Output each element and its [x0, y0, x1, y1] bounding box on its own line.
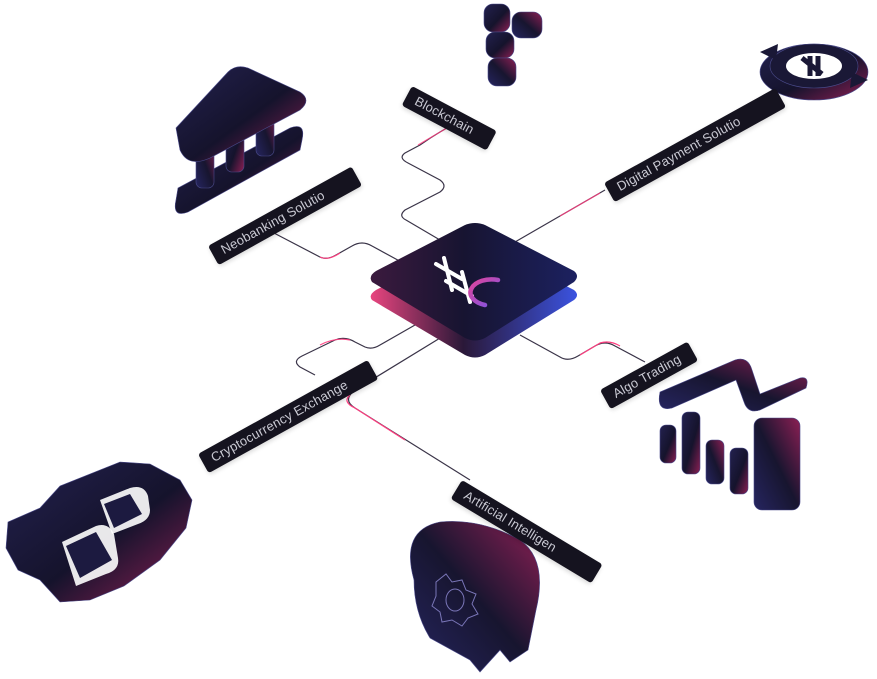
- bank-building-icon: [174, 66, 307, 214]
- blockchain-blocks-icon: [483, 3, 543, 87]
- connector-blockchain: [401, 124, 453, 241]
- payment-exchange-icon: [759, 43, 869, 101]
- connector-ai: [347, 334, 471, 481]
- connector-crypto: [295, 324, 416, 376]
- trading-chart-icon: [658, 358, 808, 511]
- bitcoin-icon: [5, 461, 193, 603]
- gear-outline-icon: [431, 573, 479, 627]
- connectors: [271, 124, 646, 481]
- hc-logo-ring-icon: [468, 277, 501, 308]
- head-gear-icon: [410, 521, 540, 673]
- center-logo-block: [370, 223, 577, 358]
- hc-logo-icon: [434, 256, 474, 304]
- connector-algo: [519, 334, 646, 363]
- connector-neobanking: [271, 231, 406, 265]
